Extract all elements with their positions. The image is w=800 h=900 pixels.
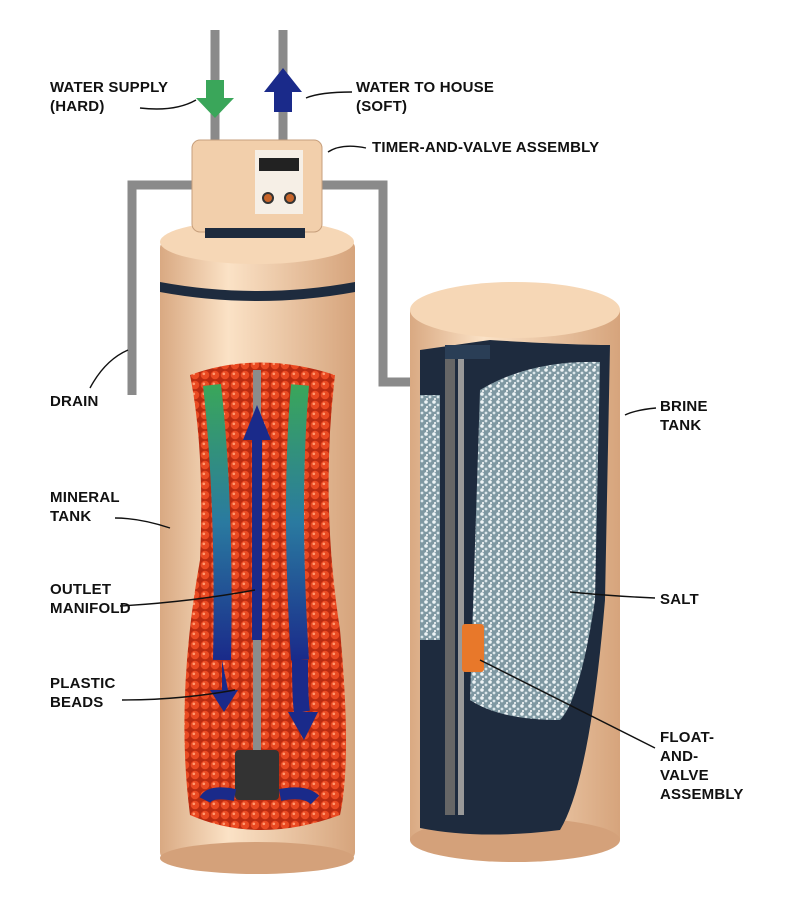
label-water-to-house: WATER TO HOUSE(SOFT) <box>356 79 495 115</box>
timer-knob-icon <box>284 192 296 204</box>
leader-lines <box>89 91 657 749</box>
timer-display <box>259 158 299 171</box>
label-timer-valve: TIMER-AND-VALVE ASSEMBLY <box>372 139 600 156</box>
mineral-tank <box>160 220 355 874</box>
timer-knob-icon <box>262 192 274 204</box>
float-valve <box>462 624 484 672</box>
timer-and-valve-assembly <box>191 139 323 238</box>
brine-tank <box>410 282 620 862</box>
hard-water-arrow-icon <box>196 80 234 118</box>
soft-water-arrow-icon <box>264 68 302 112</box>
brine-line <box>320 180 425 387</box>
label-water-supply: WATER SUPPLY(HARD) <box>50 79 169 115</box>
salt <box>470 361 600 720</box>
drain-pipe <box>127 180 195 395</box>
label-drain: DRAIN <box>50 393 99 410</box>
label-salt: SALT <box>660 591 699 608</box>
